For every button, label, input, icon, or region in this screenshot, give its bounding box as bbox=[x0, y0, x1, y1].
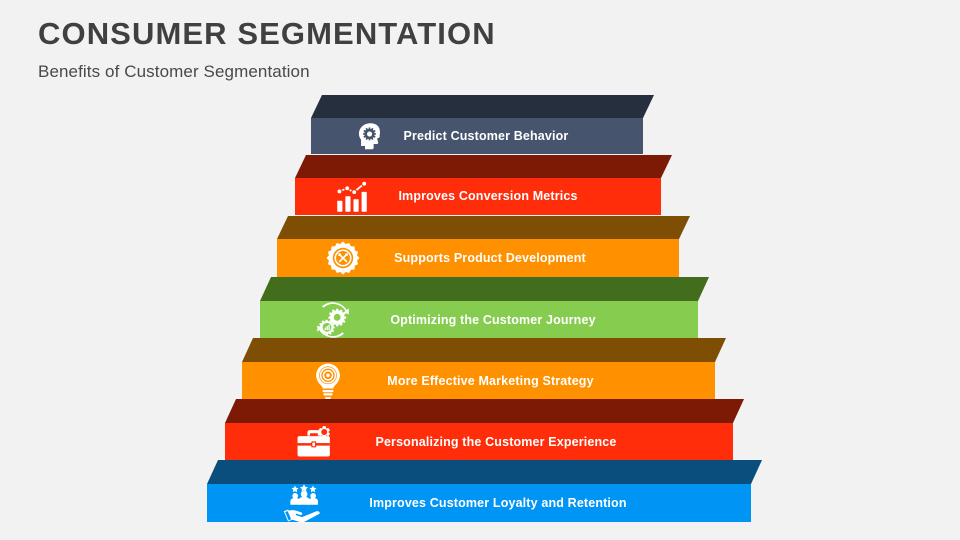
layer-top-bevel bbox=[242, 338, 726, 362]
pyramid-layer[interactable]: Supports Product Development bbox=[277, 216, 690, 277]
lightbulb-target-icon bbox=[312, 362, 344, 400]
layer-label: Supports Product Development bbox=[394, 250, 586, 265]
layer-content: Personalizing the Customer Experience bbox=[225, 423, 733, 461]
layer-content: Improves Customer Loyalty and Retention bbox=[207, 483, 751, 523]
pyramid-layer[interactable]: Improves Customer Loyalty and Retention bbox=[207, 460, 762, 523]
slide-header: CONSUMER SEGMENTATION Benefits of Custom… bbox=[38, 16, 496, 82]
briefcase-gear-icon bbox=[296, 424, 336, 460]
layer-label: Improves Conversion Metrics bbox=[398, 189, 578, 204]
layer-content: Predict Customer Behavior bbox=[311, 118, 643, 154]
layer-content: More Effective Marketing Strategy bbox=[242, 362, 715, 400]
layer-content: Supports Product Development bbox=[277, 239, 679, 277]
gears-cycle-icon bbox=[314, 301, 352, 339]
layer-label: Predict Customer Behavior bbox=[403, 128, 569, 143]
pyramid-layer[interactable]: Personalizing the Customer Experience bbox=[225, 399, 744, 461]
bar-chart-growth-icon bbox=[334, 180, 370, 214]
page-title: CONSUMER SEGMENTATION bbox=[38, 16, 496, 51]
page-subtitle: Benefits of Customer Segmentation bbox=[38, 61, 310, 81]
layer-label: Improves Customer Loyalty and Retention bbox=[369, 495, 627, 510]
head-gear-icon bbox=[349, 119, 383, 153]
layer-label: Optimizing the Customer Journey bbox=[390, 312, 596, 327]
hand-people-stars-icon bbox=[282, 483, 326, 523]
pyramid-layer[interactable]: More Effective Marketing Strategy bbox=[242, 338, 726, 400]
pyramid-layer[interactable]: Predict Customer Behavior bbox=[311, 95, 654, 154]
gear-tools-icon bbox=[325, 240, 361, 276]
pyramid-layer[interactable]: Improves Conversion Metrics bbox=[295, 155, 672, 215]
layer-top-bevel bbox=[311, 95, 654, 118]
layer-top-bevel bbox=[207, 460, 762, 484]
layer-top-bevel bbox=[225, 399, 744, 423]
layer-top-bevel bbox=[260, 277, 709, 301]
layer-top-bevel bbox=[295, 155, 672, 178]
pyramid-layer[interactable]: Optimizing the Customer Journey bbox=[260, 277, 709, 339]
layer-top-bevel bbox=[277, 216, 690, 239]
layer-content: Optimizing the Customer Journey bbox=[260, 301, 698, 339]
layer-content: Improves Conversion Metrics bbox=[295, 178, 661, 215]
layer-label: More Effective Marketing Strategy bbox=[387, 373, 594, 388]
layer-label: Personalizing the Customer Experience bbox=[375, 434, 617, 449]
